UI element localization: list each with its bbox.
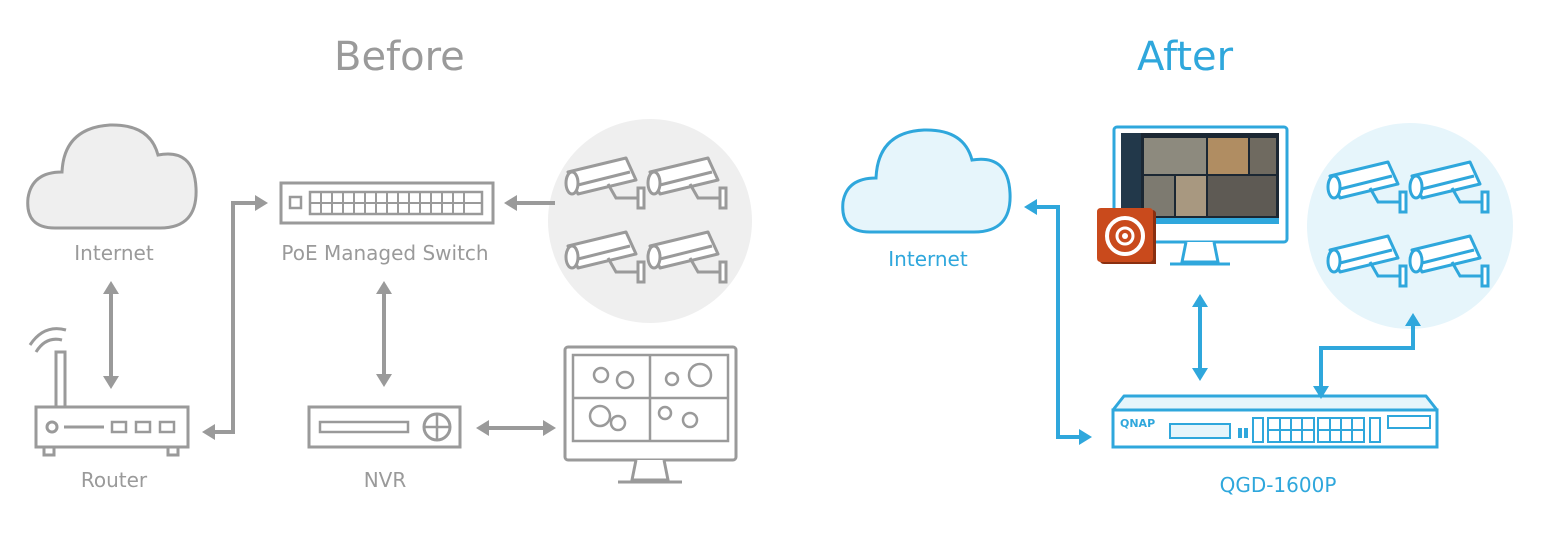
connector-arrows-after xyxy=(1024,199,1421,445)
camera-group xyxy=(1307,123,1513,329)
qnap-switch-icon: QNAP xyxy=(1111,394,1439,449)
before-title: Before xyxy=(334,34,465,80)
monitor-icon xyxy=(563,345,738,484)
internet-label-before: Internet xyxy=(74,241,154,265)
router-icon xyxy=(28,327,190,457)
device-label: QGD-1600P xyxy=(1219,473,1337,497)
brand-logo: QNAP xyxy=(1120,417,1155,430)
nvr-icon xyxy=(307,405,462,449)
after-title: After xyxy=(1137,34,1234,80)
cloud-icon xyxy=(26,123,198,230)
internet-label-after: Internet xyxy=(888,247,968,271)
nvr-label: NVR xyxy=(363,468,407,492)
switch-label: PoE Managed Switch xyxy=(281,241,489,265)
connector-arrows-before xyxy=(103,195,556,440)
surveillance-app-icon xyxy=(1097,208,1156,264)
camera-group xyxy=(548,119,752,323)
cloud-icon xyxy=(841,128,1012,234)
router-label: Router xyxy=(80,468,148,492)
switch-icon xyxy=(279,181,495,225)
